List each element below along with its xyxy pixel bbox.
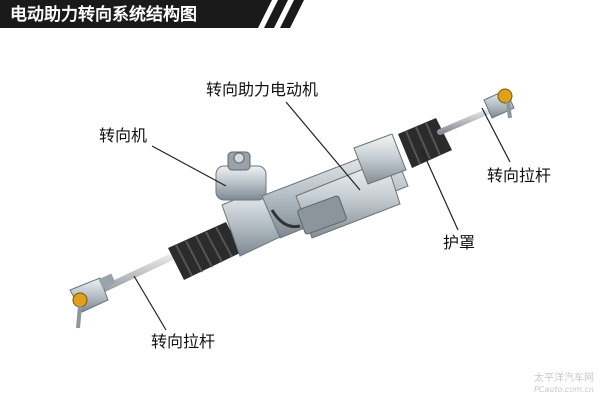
title-bar: [0, 0, 600, 28]
watermark-cn: 太平洋汽车网: [534, 373, 594, 384]
assist-motor: [270, 133, 407, 239]
diagram-title: 电动助力转向系统结构图: [10, 5, 197, 25]
right-tie-rod: [437, 88, 515, 135]
leader-tie-rod-right: [481, 107, 511, 163]
watermark: 太平洋汽车网 PCauto.com.cn: [534, 373, 594, 395]
leader-motor: [285, 101, 361, 191]
leader-tie-rod-left: [133, 275, 167, 331]
left-tie-rod: [69, 248, 186, 329]
leader-lines: [133, 101, 511, 331]
right-boot: [398, 118, 452, 168]
watermark-en: PCauto.com.cn: [533, 385, 594, 394]
label-steering-gear: 转向机: [99, 126, 148, 145]
left-boot: [168, 222, 242, 280]
label-assist-motor: 转向助力电动机: [206, 80, 319, 99]
label-tie-rod-left: 转向拉杆: [151, 332, 216, 351]
leader-steering-gear: [151, 145, 227, 187]
label-boot: 护罩: [443, 233, 476, 252]
label-tie-rod-right: 转向拉杆: [487, 166, 552, 185]
leader-boot: [421, 149, 459, 231]
